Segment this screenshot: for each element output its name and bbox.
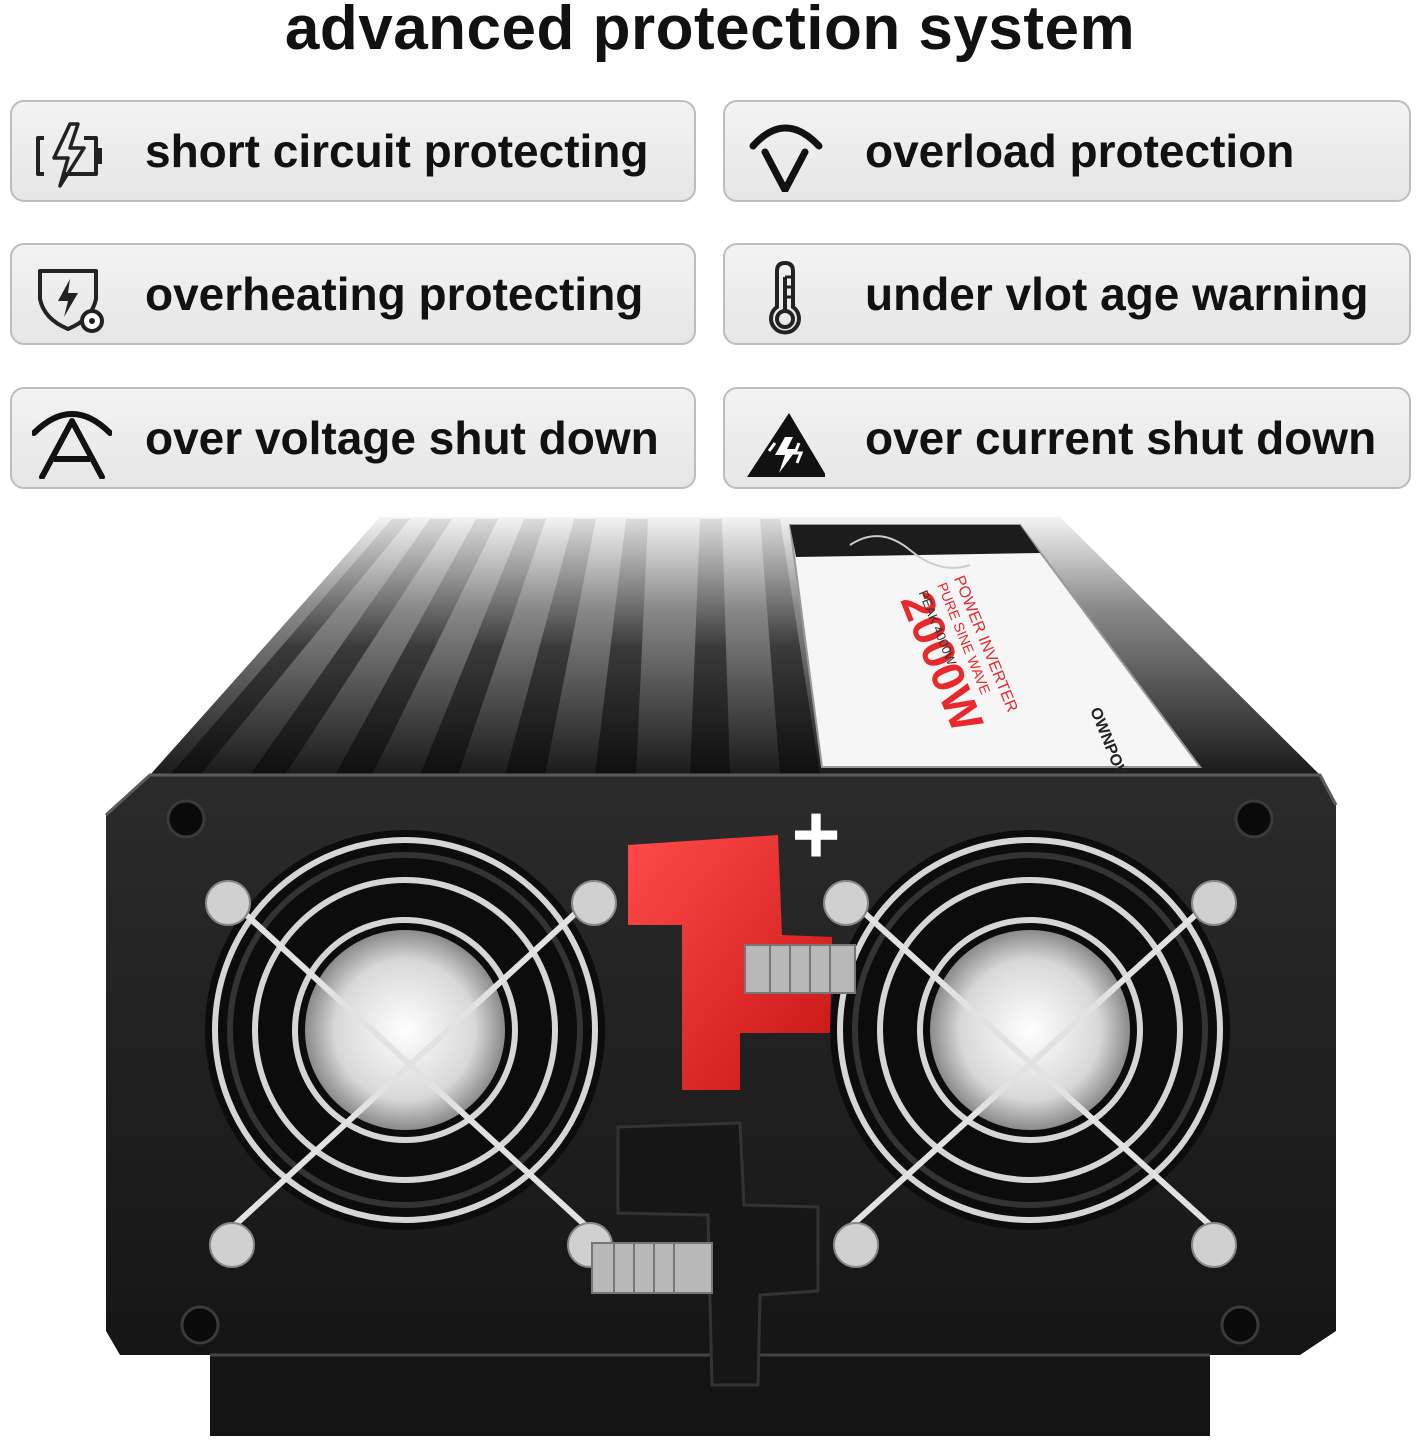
right-fan <box>823 830 1237 1268</box>
feature-label: short circuit protecting <box>145 125 649 177</box>
feature-label: overload protection <box>865 125 1295 177</box>
warning-triangle-bolt-icon <box>745 403 827 479</box>
positive-symbol: + <box>791 787 840 881</box>
feature-over-current: over current shut down <box>723 387 1411 489</box>
feature-overheating: overheating protecting <box>10 243 696 345</box>
feature-label: over voltage shut down <box>145 412 659 464</box>
arc-a-icon <box>31 403 113 480</box>
product-image: 2000W POWER INVERTER PURE SINE WAVE PEAK… <box>0 505 1420 1436</box>
thermometer-icon <box>745 259 825 335</box>
feature-short-circuit: short circuit protecting <box>10 100 696 202</box>
feature-label: overheating protecting <box>145 268 644 320</box>
page-title: advanced protection system <box>284 0 1136 63</box>
battery-bolt-icon <box>32 116 112 192</box>
shield-bolt-icon <box>32 259 112 335</box>
feature-overload: overload protection <box>723 100 1411 202</box>
left-fan <box>205 830 617 1268</box>
feature-over-voltage: over voltage shut down <box>10 387 696 489</box>
positive-terminal <box>628 835 856 1090</box>
feature-label: under vlot age warning <box>865 268 1369 320</box>
overload-v-icon <box>745 116 825 194</box>
negative-terminal <box>591 1121 820 1387</box>
feature-label: over current shut down <box>865 412 1377 464</box>
feature-under-voltage: under vlot age warning <box>723 243 1411 345</box>
